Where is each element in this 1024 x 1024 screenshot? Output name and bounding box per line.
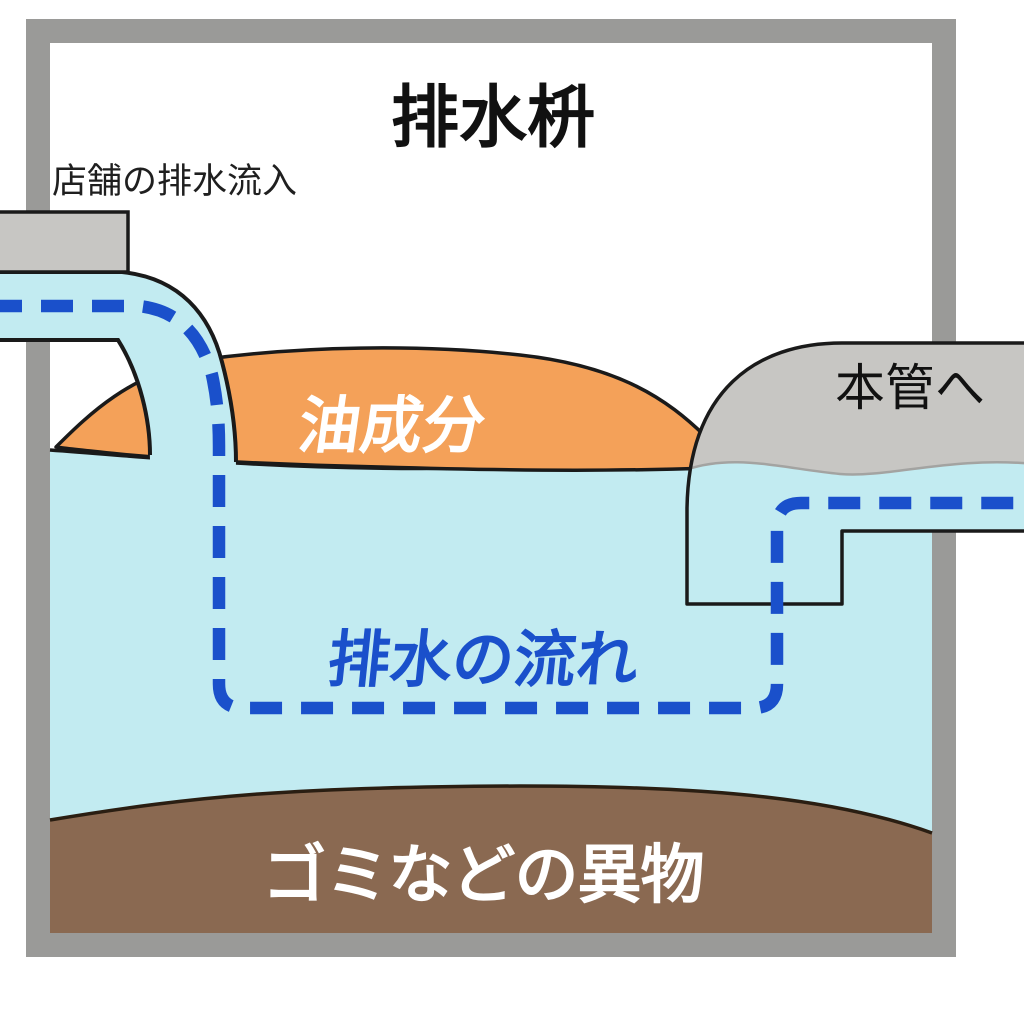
inlet-pipe-shape bbox=[0, 210, 130, 274]
inflow-stream-outline-bottom bbox=[0, 338, 152, 456]
debris-layer-shape bbox=[50, 786, 932, 933]
debris-label: ゴミなどの異物 bbox=[263, 839, 704, 911]
inflow-label: 店舗の排水流入 bbox=[52, 162, 297, 201]
outlet-trap-outline bbox=[685, 341, 1024, 606]
oil-label: 油成分 bbox=[294, 392, 490, 461]
outlet-label: 本管へ bbox=[835, 360, 985, 416]
diagram-title: 排水枡 bbox=[391, 80, 595, 156]
flow-label: 排水の流れ bbox=[325, 626, 642, 695]
debris-layer-outline bbox=[49, 784, 933, 835]
flow-dashed-line bbox=[0, 299, 1024, 715]
inflow-stream-outline-top bbox=[0, 270, 238, 463]
outlet-trap-waterline bbox=[687, 461, 1024, 476]
